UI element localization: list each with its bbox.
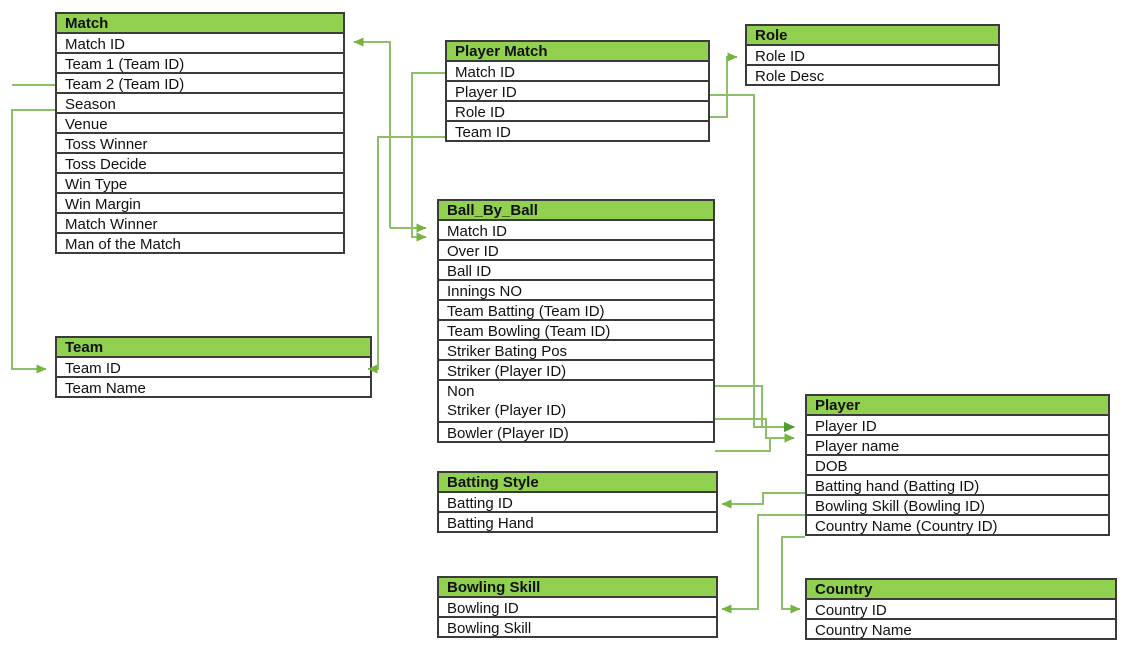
entity-ball-by-ball-field-0: Match ID [437, 219, 715, 241]
entity-player-match-field-1: Player ID [445, 80, 710, 102]
entity-player-field-3: Batting hand (Batting ID) [805, 474, 1110, 496]
connector-match-team [11, 109, 55, 374]
entity-player-match-field-3: Team ID [445, 120, 710, 142]
entity-match-field-3: Season [55, 92, 345, 114]
entity-batting-style-field-1: Batting Hand [437, 511, 718, 533]
entity-player-match-field-0: Match ID [445, 60, 710, 82]
entity-bowling-skill-title: Bowling Skill [437, 576, 718, 598]
entity-role-field-0: Role ID [745, 44, 1000, 66]
entity-player-field-0: Player ID [805, 414, 1110, 436]
entity-player-field-5: Country Name (Country ID) [805, 514, 1110, 536]
connector-nonstriker-player [715, 418, 795, 443]
entity-batting-style-field-0: Batting ID [437, 491, 718, 513]
entity-player-field-4: Bowling Skill (Bowling ID) [805, 494, 1110, 516]
entity-batting-style-title: Batting Style [437, 471, 718, 493]
entity-match-field-2: Team 2 (Team ID) [55, 72, 345, 94]
entity-country-title: Country [805, 578, 1117, 600]
connector-player-bowlingskill [721, 514, 805, 614]
entity-match-field-9: Match Winner [55, 212, 345, 234]
entity-match-field-6: Toss Decide [55, 152, 345, 174]
entity-ball-by-ball-title: Ball_By_Ball [437, 199, 715, 221]
connector-playermatch-role [710, 52, 738, 118]
entity-team-field-0: Team ID [55, 356, 372, 378]
entity-ball-by-ball-field-3: Innings NO [437, 279, 715, 301]
entity-player-field-1: Player name [805, 434, 1110, 456]
entity-match-title: Match [55, 12, 345, 34]
entity-player-match-title: Player Match [445, 40, 710, 62]
entity-bowling-skill-field-0: Bowling ID [437, 596, 718, 618]
connector-bowler-player [715, 433, 795, 452]
entity-ball-by-ball-field-7: Striker (Player ID) [437, 359, 715, 381]
entity-match-field-7: Win Type [55, 172, 345, 194]
entity-country-field-1: Country Name [805, 618, 1117, 640]
entity-ball-by-ball-field-1: Over ID [437, 239, 715, 261]
entity-match-field-1: Team 1 (Team ID) [55, 52, 345, 74]
entity-match-field-0: Match ID [55, 32, 345, 54]
connector-striker-player [715, 385, 795, 432]
entity-ball-by-ball-field-5: Team Bowling (Team ID) [437, 319, 715, 341]
entity-ball-by-ball-field-9: Bowler (Player ID) [437, 421, 715, 443]
entity-match-field-8: Win Margin [55, 192, 345, 214]
entity-ball-by-ball-field-8: Non Striker (Player ID) [437, 379, 715, 423]
entity-match-field-10: Man of the Match [55, 232, 345, 254]
connector-player-country [781, 536, 805, 614]
entity-ball-by-ball-field-6: Striker Bating Pos [437, 339, 715, 361]
entity-bowling-skill-field-1: Bowling Skill [437, 616, 718, 638]
entity-role-title: Role [745, 24, 1000, 46]
entity-player-match-field-2: Role ID [445, 100, 710, 122]
entity-team-title: Team [55, 336, 372, 358]
entity-ball-by-ball-field-2: Ball ID [437, 259, 715, 281]
connector-playermatch-player [710, 94, 795, 432]
entity-player-title: Player [805, 394, 1110, 416]
entity-match-field-4: Venue [55, 112, 345, 134]
entity-player-field-2: DOB [805, 454, 1110, 476]
entity-country-field-0: Country ID [805, 598, 1117, 620]
connector-ballbyball-match [353, 37, 391, 228]
entity-team-field-1: Team Name [55, 376, 372, 398]
entity-role-field-1: Role Desc [745, 64, 1000, 86]
entity-match-field-5: Toss Winner [55, 132, 345, 154]
connector-player-battingstyle [721, 492, 805, 509]
connector-playermatch-team [367, 136, 445, 374]
entity-ball-by-ball-field-4: Team Batting (Team ID) [437, 299, 715, 321]
